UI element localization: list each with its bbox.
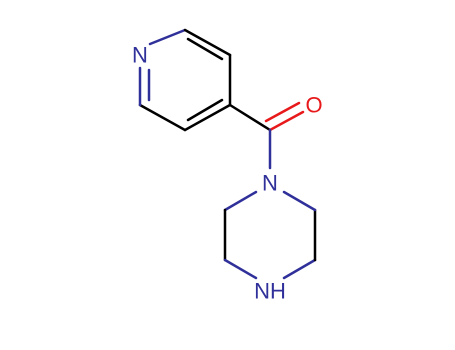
pyridine-nitrogen-label: N	[132, 43, 148, 68]
bond-carbonyl-c-o	[268, 110, 305, 132]
bond-c2-c3-inner	[186, 37, 224, 61]
piperazine-ring	[223, 190, 317, 280]
bond-pyridine-n-c2	[148, 28, 187, 46]
bond-amide-n-c-left	[223, 190, 258, 212]
bond-c2-c3	[183, 28, 232, 57]
amine-nh-label: NH	[254, 279, 286, 304]
bond-c-left-lower-nh	[223, 258, 258, 280]
amide-nitrogen-label: N	[262, 171, 278, 196]
bond-c4-c5	[183, 103, 232, 132]
carbonyl-group	[228, 101, 305, 170]
bond-c5-c6	[138, 103, 187, 132]
bond-c4-c5-inner	[186, 98, 224, 122]
bond-nh-c-right-lower	[282, 258, 317, 280]
pyridine-ring	[138, 28, 232, 132]
bond-c4-carbonyl-c	[228, 103, 272, 132]
bond-carbonyl-c-o-second	[264, 101, 301, 123]
carbonyl-oxygen-label: O	[305, 93, 322, 118]
bond-c-right-upper-amide-n	[282, 190, 317, 212]
